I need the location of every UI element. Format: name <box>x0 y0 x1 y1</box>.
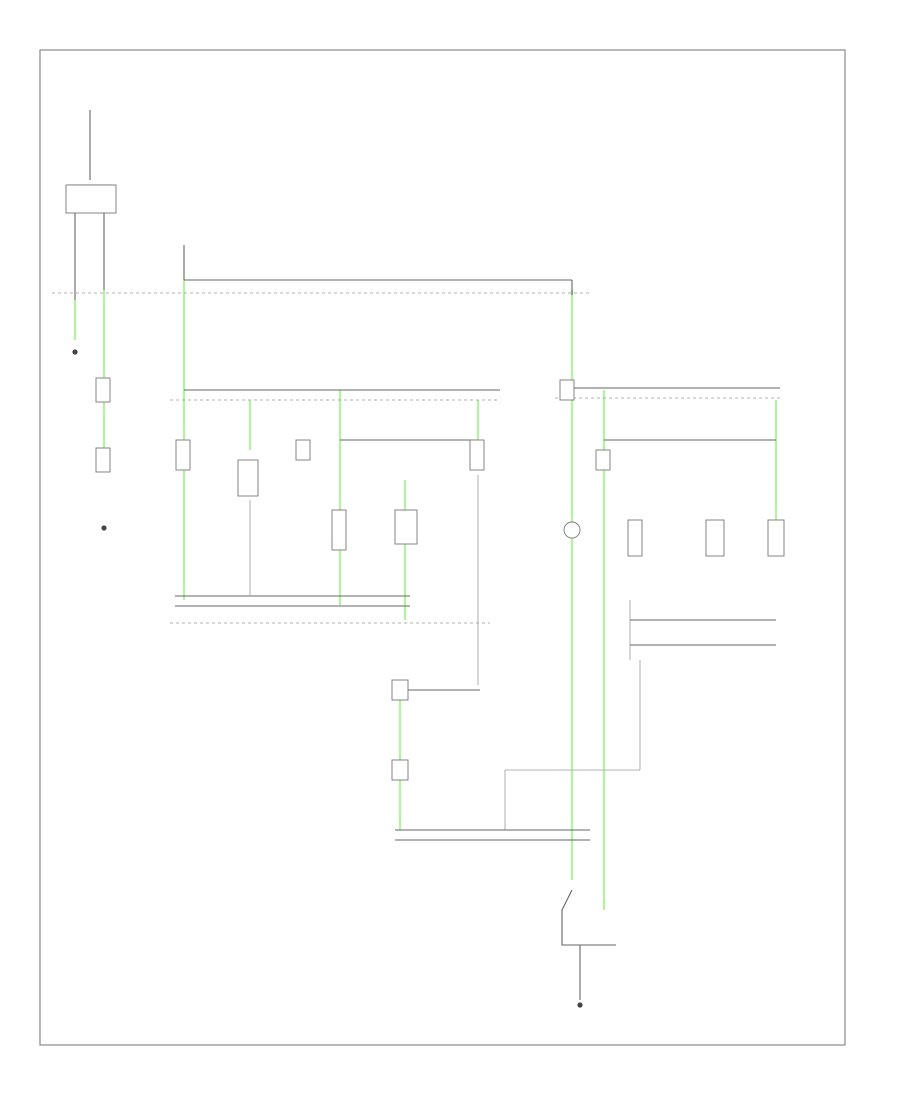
ground-icon <box>72 349 78 355</box>
circuit-wires <box>52 110 780 1000</box>
ground-icon <box>101 525 107 531</box>
highlighted-power-wires <box>73 280 778 910</box>
ground-symbols <box>72 349 583 1008</box>
diagram-frame <box>39 49 846 1046</box>
components <box>95 377 785 781</box>
ground-icon <box>577 1002 583 1008</box>
